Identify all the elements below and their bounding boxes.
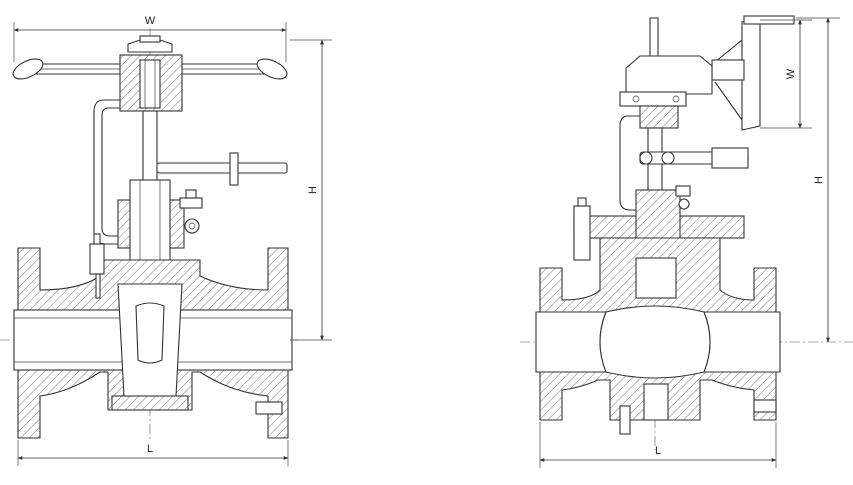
right-yoke-arm (619, 115, 640, 211)
right-dimensions: W H L (539, 17, 840, 468)
left-valve-body (13, 233, 293, 439)
right-bonnet (573, 185, 745, 261)
right-gearbox (619, 17, 713, 129)
right-length-label: L (655, 445, 661, 457)
left-yoke-arm (93, 99, 120, 245)
right-width-label: W (785, 68, 797, 79)
right-side-lever (639, 147, 749, 169)
left-valve: W H L (0, 15, 332, 466)
left-dimensions: W H L (13, 15, 332, 466)
right-valve: W H L (520, 15, 853, 468)
left-width-label: W (145, 15, 156, 27)
left-side-lever (156, 152, 288, 186)
right-gear-handwheel (711, 15, 795, 131)
left-top-nut (119, 35, 183, 112)
right-valve-body (535, 237, 781, 435)
left-height-label: H (307, 186, 319, 194)
left-length-label: L (147, 443, 153, 455)
left-stem (142, 110, 158, 182)
right-height-label: H (813, 176, 825, 184)
